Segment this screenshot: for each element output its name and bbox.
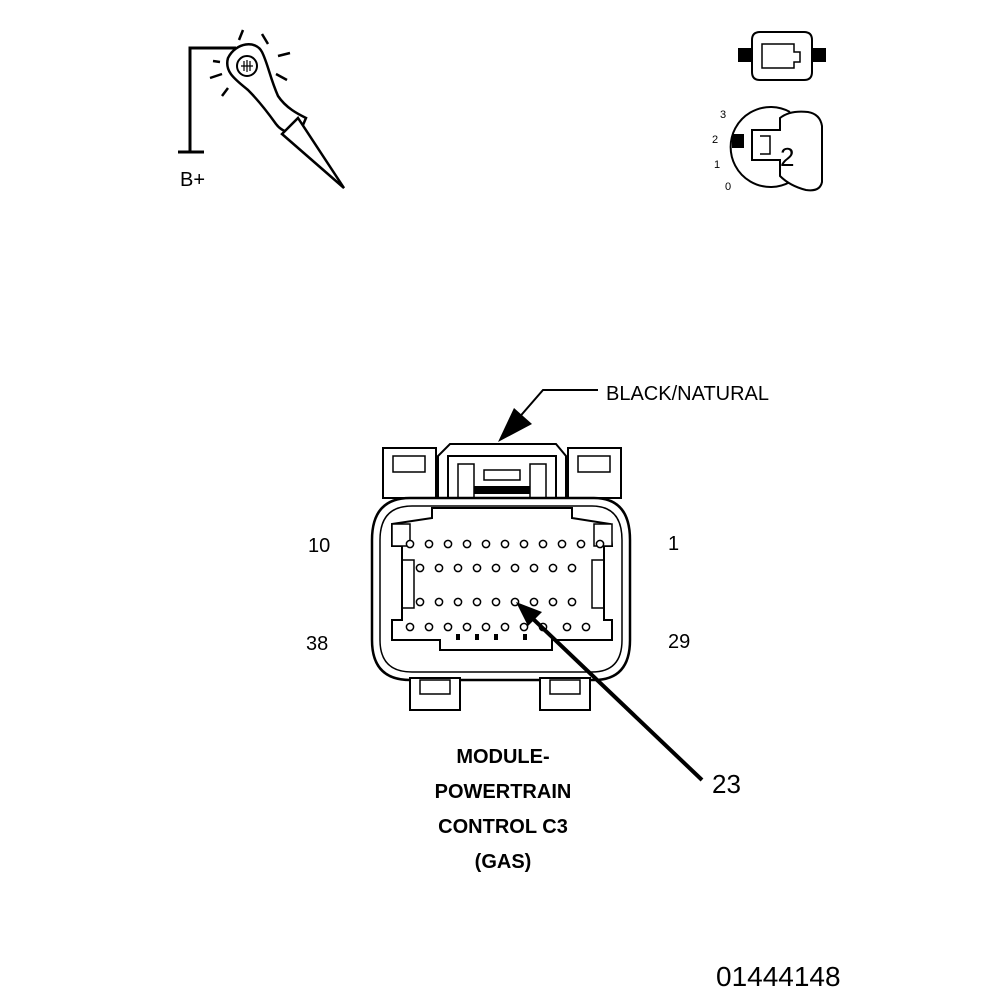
- color-label-leader: [498, 389, 598, 442]
- pin-cavity: [562, 622, 572, 632]
- keying-rib: [475, 634, 479, 640]
- pin-cavity: [567, 563, 577, 573]
- supply-label: B+: [180, 169, 205, 191]
- pin-cavity: [434, 563, 444, 573]
- ignition-position-1: 1: [714, 159, 720, 171]
- pin-cavity: [415, 563, 425, 573]
- pin-cavity: [481, 539, 491, 549]
- pin-cavity: [415, 597, 425, 607]
- pin-cavity: [576, 539, 586, 549]
- pin-cavity: [491, 563, 501, 573]
- pin-label-bottom-right: 29: [668, 631, 690, 653]
- pin-cavity: [491, 597, 501, 607]
- pin-cavity: [453, 563, 463, 573]
- pin-cavity: [595, 539, 605, 549]
- ignition-selected-position: 2: [780, 142, 794, 172]
- pin-cavity: [548, 597, 558, 607]
- pin-cavity: [538, 539, 548, 549]
- connector-title-line-3: CONTROL C3: [438, 816, 568, 838]
- pin-cavity: [567, 597, 577, 607]
- pin-cavity: [443, 539, 453, 549]
- connector-color-label: BLACK/NATURAL: [606, 383, 769, 405]
- pin-cavity: [405, 622, 415, 632]
- pin-cavity: [462, 539, 472, 549]
- pin-cavity: [510, 563, 520, 573]
- pin-cavity: [424, 622, 434, 632]
- pin-cavity: [581, 622, 591, 632]
- pin-label-top-right: 1: [668, 533, 679, 555]
- pin-cavity: [472, 563, 482, 573]
- pin-cavity: [472, 597, 482, 607]
- ignition-position-0: 0: [725, 181, 731, 193]
- connector-face: [370, 443, 632, 711]
- pin-cavity: [519, 622, 529, 632]
- ignition-position-2: 2: [712, 134, 718, 146]
- pin-cavity: [510, 597, 520, 607]
- pin-cavity: [557, 539, 567, 549]
- figure-id: 01444148: [716, 961, 841, 992]
- pin-cavity: [500, 622, 510, 632]
- ignition-position-3: 3: [720, 109, 726, 121]
- pin-callout-arrow: [516, 602, 704, 782]
- pin-cavity: [529, 563, 539, 573]
- keying-rib: [456, 634, 460, 640]
- connector-title-line-4: (GAS): [475, 851, 532, 873]
- connector-title-line-1: MODULE-: [456, 746, 549, 768]
- pin-label-bottom-left: 38: [306, 633, 328, 655]
- connector-title-line-2: POWERTRAIN: [435, 781, 572, 803]
- pin-cavity: [529, 597, 539, 607]
- pin-cavity: [424, 539, 434, 549]
- pin-cavity: [453, 597, 463, 607]
- keying-rib: [494, 634, 498, 640]
- pin-cavity: [405, 539, 415, 549]
- pin-cavity: [500, 539, 510, 549]
- pin-cavity: [548, 563, 558, 573]
- test-light-icon: [178, 29, 346, 189]
- pin-cavity: [519, 539, 529, 549]
- disconnected-connector-icon: [738, 31, 826, 81]
- pin-cavity: [443, 622, 453, 632]
- pin-cavity: [462, 622, 472, 632]
- keying-rib: [523, 634, 527, 640]
- pin-cavity: [481, 622, 491, 632]
- pin-label-top-left: 10: [308, 535, 330, 557]
- callout-pin-number: 23: [712, 769, 741, 799]
- pin-cavity: [434, 597, 444, 607]
- ignition-switch-icon: [729, 106, 823, 192]
